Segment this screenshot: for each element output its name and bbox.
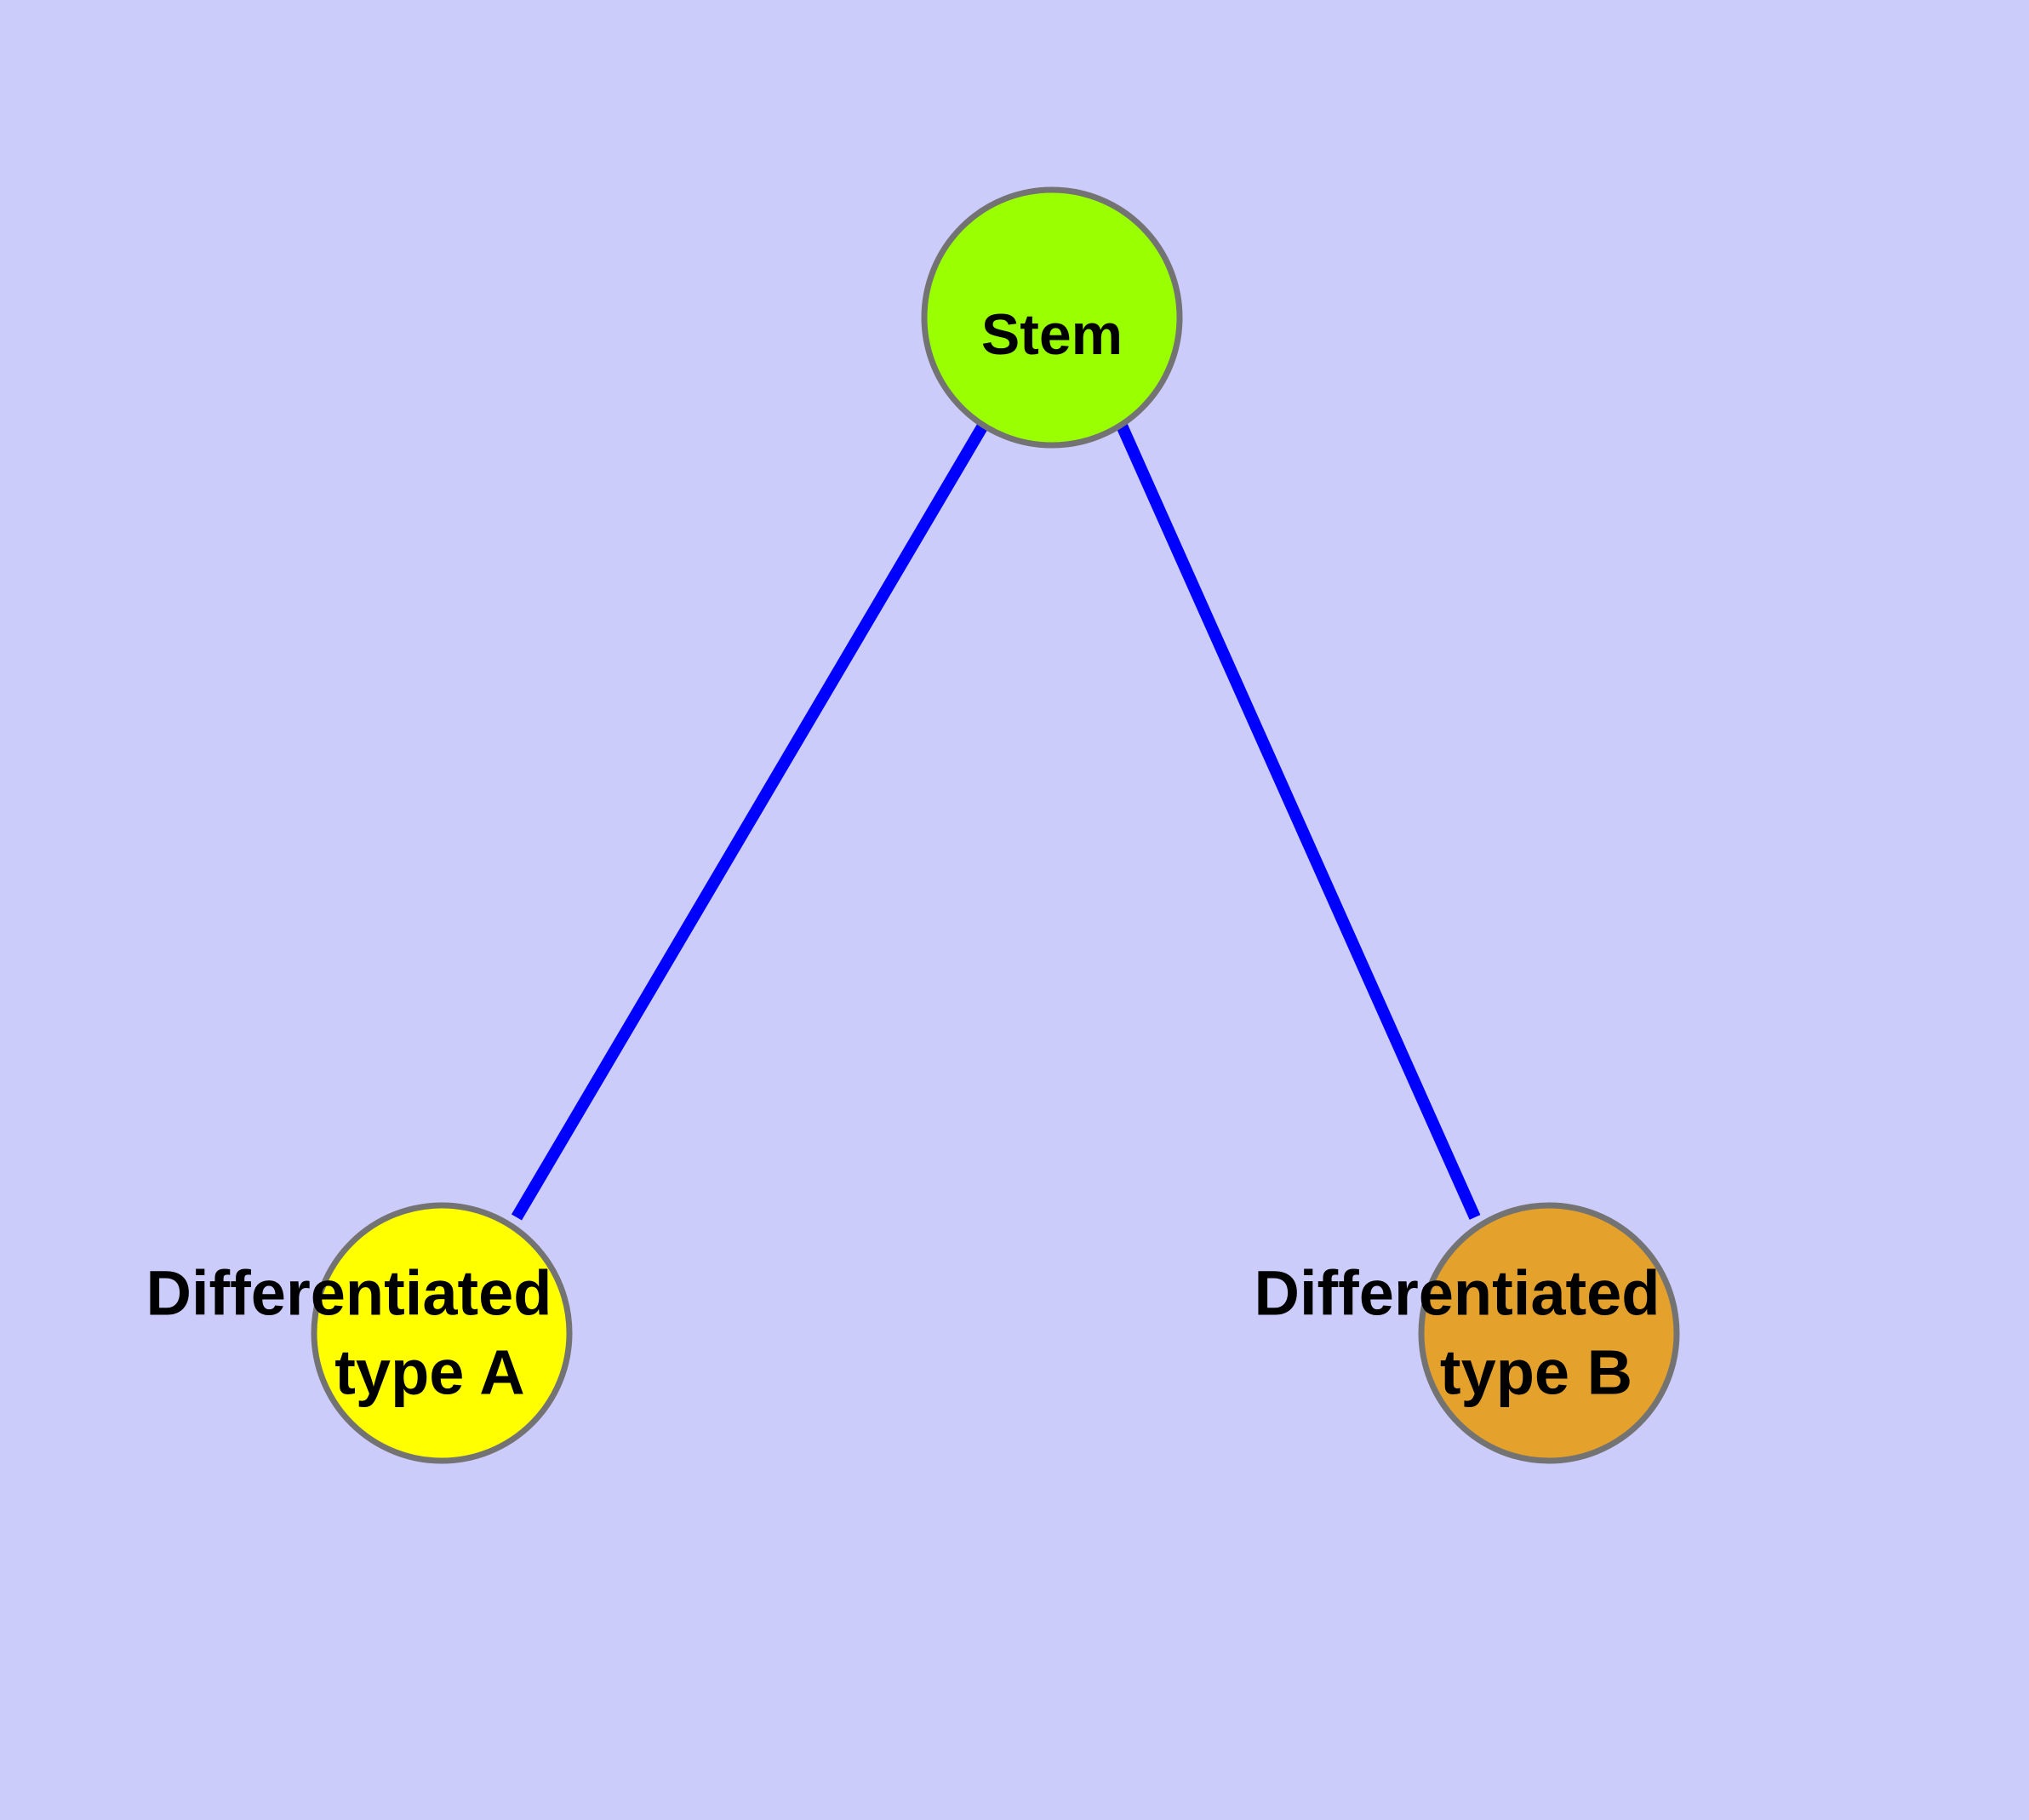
node-stem-label: Stem — [981, 302, 1123, 367]
node-stem-circle[interactable] — [921, 186, 1183, 449]
node-type-b-label-line2: type B — [1440, 1337, 1632, 1408]
node-type-b-label-line1: Differentiated — [1255, 1258, 1660, 1329]
node-layer: Stem — [311, 186, 1680, 1464]
node-type-a-label-line2: type A — [334, 1337, 524, 1408]
node-type-a-circle[interactable] — [311, 1202, 573, 1464]
edge-layer — [511, 422, 1481, 1221]
node-differentiated-type-a[interactable] — [311, 1202, 573, 1464]
label-layer: Differentiated type A Differentiated typ… — [146, 1258, 1660, 1408]
node-differentiated-type-b[interactable] — [1418, 1202, 1680, 1464]
node-type-a-label-line1: Differentiated — [146, 1258, 552, 1329]
node-stem[interactable]: Stem — [921, 186, 1183, 449]
node-type-b-circle[interactable] — [1418, 1202, 1680, 1464]
edge-stem-to-type-b — [1116, 423, 1481, 1220]
edge-stem-to-type-a — [511, 422, 989, 1221]
